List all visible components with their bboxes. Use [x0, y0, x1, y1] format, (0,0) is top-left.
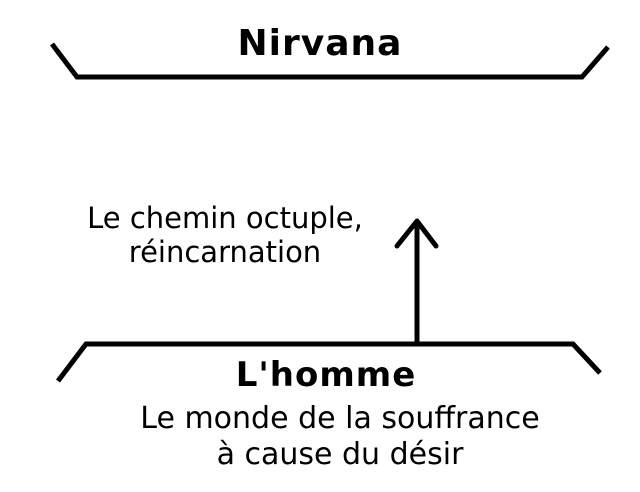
bottom-level-bracket [56, 341, 602, 383]
homme-description-line-2: à cause du désir [216, 437, 464, 472]
path-label-line-2: réincarnation [128, 235, 322, 269]
nirvana-title: Nirvana [237, 23, 403, 64]
homme-title: L'homme [235, 355, 417, 395]
path-label-line-1: Le chemin octuple, [87, 201, 363, 235]
top-level-bracket [50, 42, 610, 80]
homme-description-line-1: Le monde de la souffrance [140, 401, 540, 436]
arrow-up-icon [394, 218, 439, 343]
